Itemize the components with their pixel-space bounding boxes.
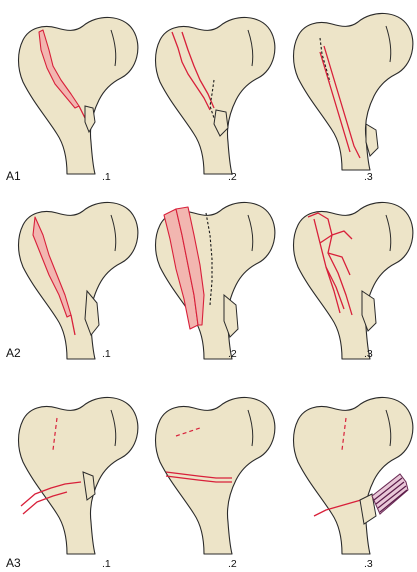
sub-label-a1-2: .2 <box>228 171 237 183</box>
diagram-a3-1 <box>19 397 138 554</box>
sub-label-a1-3: .3 <box>364 171 373 183</box>
diagram-a1-2 <box>156 17 275 174</box>
diagram-a3-2 <box>156 397 275 554</box>
diagram-a2-1 <box>19 202 138 359</box>
diagram-a1-3 <box>294 13 413 170</box>
diagram-a2-2 <box>156 202 275 359</box>
row-label-a3: A3 <box>6 556 21 570</box>
lesser-trochanter-fragment <box>366 124 378 156</box>
row-label-a2: A2 <box>6 346 21 360</box>
sub-label-a3-3: .3 <box>364 558 373 570</box>
sub-label-a2-3: .3 <box>364 348 373 360</box>
sub-label-a2-2: .2 <box>228 348 237 360</box>
sub-label-a2-1: .1 <box>102 348 111 360</box>
row-label-a1: A1 <box>6 169 21 183</box>
sub-label-a3-2: .2 <box>228 558 237 570</box>
sub-label-a1-1: .1 <box>102 171 111 183</box>
sub-label-a3-1: .1 <box>102 558 111 570</box>
diagram-a2-3 <box>294 202 413 359</box>
diagram-a1-1 <box>19 17 138 174</box>
diagram-a3-3 <box>294 397 413 554</box>
